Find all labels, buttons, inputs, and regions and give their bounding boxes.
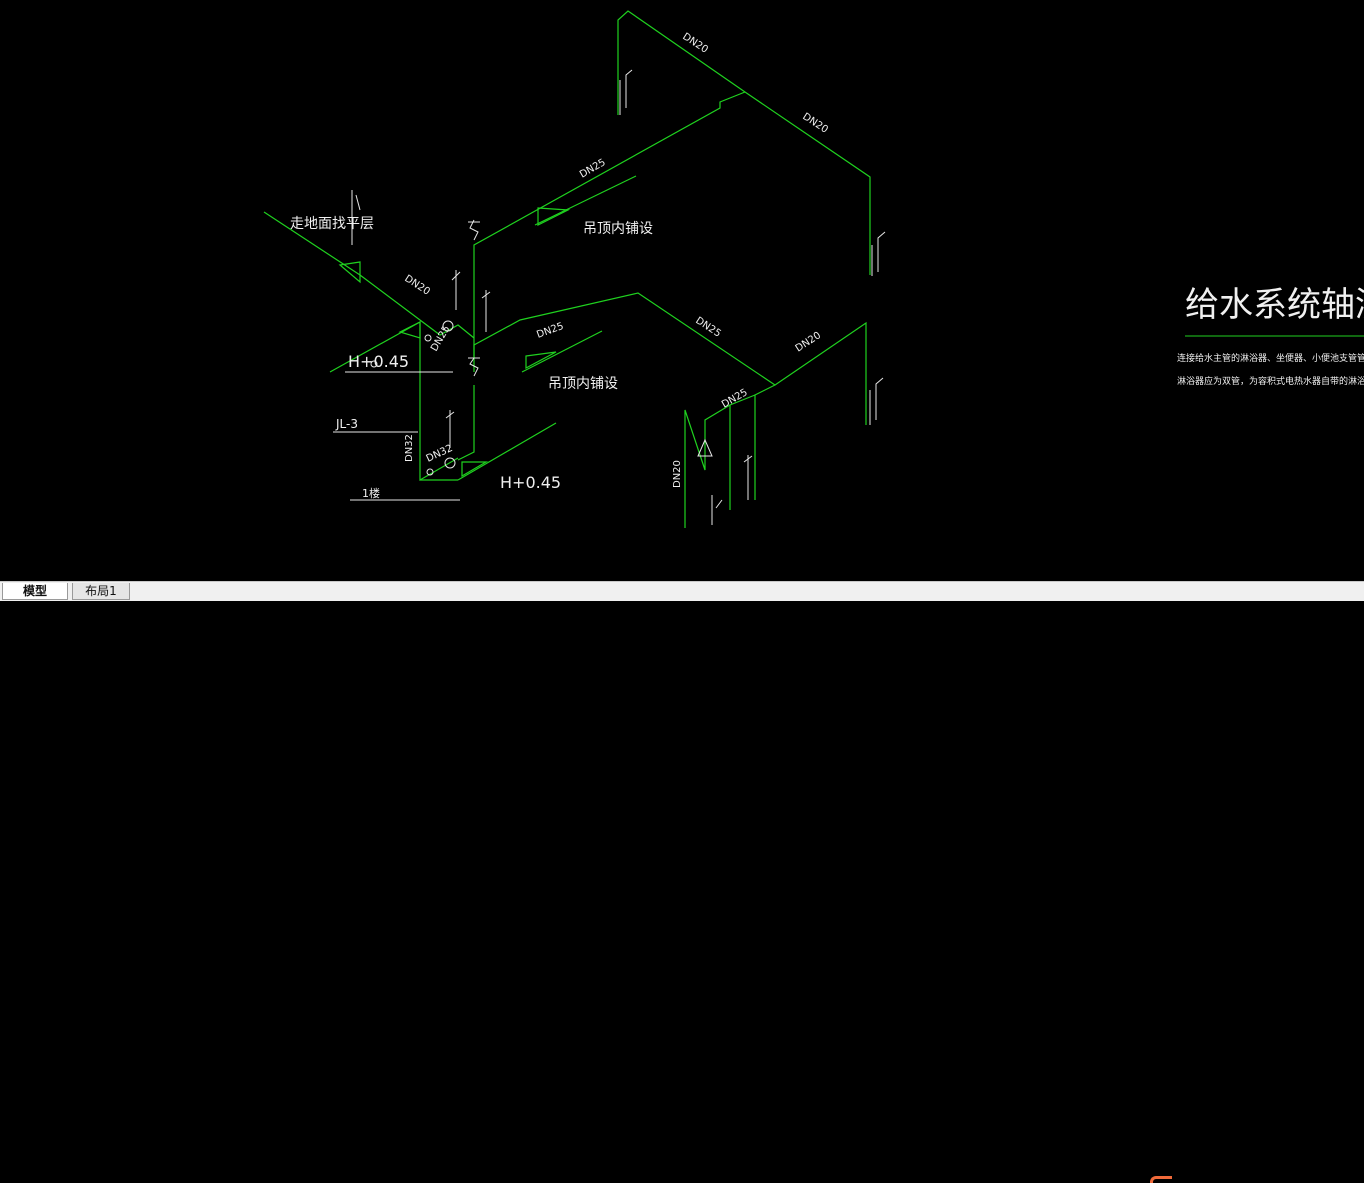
label-dn32-small: DN32 — [425, 443, 455, 465]
label-dn25-upper: DN25 — [578, 157, 608, 180]
tab-layout1[interactable]: 布局1 — [72, 583, 130, 600]
label-dn32-vertical: DN32 — [404, 434, 415, 462]
label-ceiling-upper: 吊顶内铺设 — [583, 221, 653, 237]
drawing-canvas[interactable]: DN20 DN20 DN25 吊顶内铺设 走地面找平层 DN20 DN25 H+… — [0, 0, 1364, 581]
label-h-lower: H+0.45 — [500, 473, 561, 492]
annotation-lines — [333, 335, 1364, 501]
drawing-labels: DN20 DN20 DN25 吊顶内铺设 走地面找平层 DN20 DN25 H+… — [290, 31, 830, 500]
fixture-symbols — [351, 69, 886, 525]
label-ceiling-lower: 吊顶内铺设 — [548, 376, 618, 392]
label-dn20-mid-right: DN20 — [794, 330, 823, 354]
label-dn25-mid-right: DN25 — [693, 315, 722, 339]
lower-pipe-system — [420, 292, 867, 528]
drawing-note-2: 淋浴器应为双管，为容积式电热水器自带的淋浴 — [1177, 375, 1364, 387]
tab-model[interactable]: 模型 — [2, 583, 68, 600]
taskbar-corner-icon — [1150, 1176, 1172, 1183]
label-jl3: JL-3 — [335, 417, 358, 431]
label-dn20-left: DN20 — [402, 273, 431, 297]
label-dn25-left-upper: DN25 — [429, 324, 452, 354]
label-floor-note: 走地面找平层 — [290, 216, 374, 232]
label-dn25-mid: DN25 — [535, 321, 565, 341]
upper-pipe-system — [263, 10, 871, 482]
layout-tab-bar: 模型 布局1 — [0, 581, 1364, 1183]
label-dn25-lower-right: DN25 — [720, 387, 750, 410]
drawing-note-1: 连接给水主管的淋浴器、坐便器、小便池支管管 — [1177, 352, 1364, 364]
label-floor1: 1楼 — [362, 486, 380, 500]
isometric-drawing: DN20 DN20 DN25 吊顶内铺设 走地面找平层 DN20 DN25 H+… — [263, 10, 1364, 528]
label-dn20-top-left: DN20 — [680, 31, 709, 55]
drawing-title-block: 给水系统轴测图 连接给水主管的淋浴器、坐便器、小便池支管管 淋浴器应为双管，为容… — [1177, 285, 1364, 387]
drawing-title: 给水系统轴测图 — [1185, 285, 1364, 325]
label-h-upper: H+0.45 — [348, 352, 409, 371]
label-dn20-vertical: DN20 — [672, 460, 683, 488]
